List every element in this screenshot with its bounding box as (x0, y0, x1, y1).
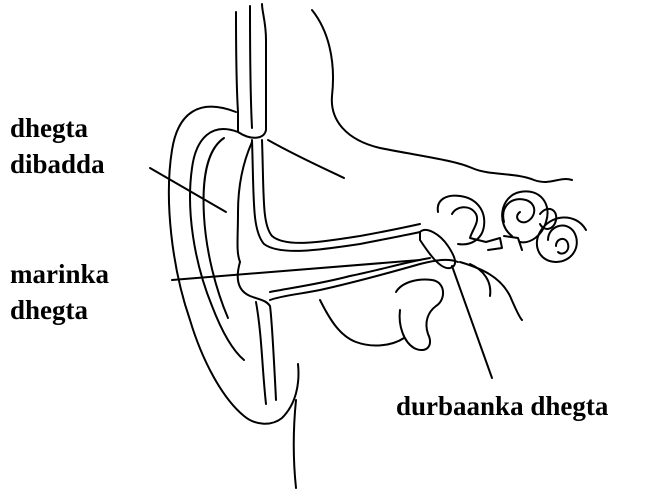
earlobe-tail (294, 400, 296, 488)
concha-edge-inner (256, 302, 266, 404)
label-ear-canal-line2: dhegta (10, 292, 109, 328)
label-outer-ear-line2: dibadda (10, 146, 105, 182)
pinna-outer-edge (169, 107, 299, 424)
outer-ear-pointer-line (150, 168, 226, 212)
eardrum-pointer-line (452, 266, 492, 378)
cochlea-spiral-inner (556, 239, 568, 254)
ear-canal-upper-wall-inner (262, 140, 420, 243)
skull-outline-lower (268, 140, 344, 178)
antihelix (238, 142, 253, 262)
ear-canal-upper-wall (252, 140, 420, 251)
semicircular-canals (503, 199, 534, 222)
label-outer-ear-line1: dhegta (10, 110, 105, 146)
label-eardrum: durbaanka dhegta (396, 388, 608, 424)
concha-edge (238, 262, 276, 400)
label-eardrum-line1: durbaanka dhegta (396, 388, 608, 424)
label-ear-canal: marinka dhegta (10, 256, 109, 328)
ear-canal-pointer-line (172, 260, 420, 280)
jaw-outline (320, 300, 404, 345)
label-outer-ear: dhegta dibadda (10, 110, 105, 182)
ear-canal-lower-wall-inner (270, 258, 430, 292)
head-outline-inner (250, 6, 252, 128)
skull-outline (312, 10, 572, 182)
pinna-helix-fold (190, 129, 244, 360)
vestibular-nerve (504, 236, 522, 250)
label-ear-canal-line1: marinka (10, 256, 109, 292)
